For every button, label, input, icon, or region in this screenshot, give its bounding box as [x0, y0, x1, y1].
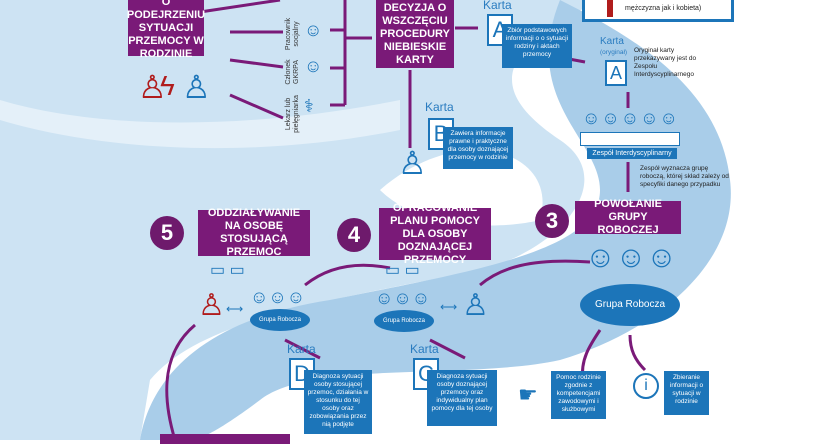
commission-member-icon: ☺: [304, 56, 323, 76]
top-right-panel: mężczyzna jak i kobieta): [582, 0, 734, 22]
team-note: Zespół wyznacza grupę roboczą, której sk…: [640, 165, 729, 188]
step1-box: O PODEJRZENIU SYTUACJI PRZEMOCY W RODZIN…: [126, 0, 206, 60]
perpetrator-icon: ♙: [198, 289, 225, 322]
double-arrow-icon: ⟷: [226, 302, 244, 316]
top-right-note: mężczyzna jak i kobieta): [625, 5, 702, 12]
team-table: [580, 132, 680, 146]
step3-number: 3: [535, 204, 569, 238]
victim-icon: ♙: [462, 289, 489, 322]
step5-number: 5: [150, 216, 184, 250]
working-group-badge: Grupa Robocza: [250, 309, 310, 331]
karta-a-orig-document-icon: A: [605, 60, 627, 86]
karta-a-description: Zbiór podstawowych informacji o o sytuac…: [502, 24, 572, 68]
team-members-icon: ☺☺☺☺☺: [582, 108, 679, 128]
help-description: Pomoc rodzinie zgodnie z kompetencjami z…: [551, 371, 606, 419]
step2-box: DECYZJA O WSZCZĘCIU PROCEDURY NIEBIESKIE…: [376, 0, 454, 68]
step4-box: OPRACOWANIE PLANU POMOCY DLA OSOBY DOZNA…: [379, 202, 491, 266]
karta-a-orig-sublabel: (oryginał): [600, 49, 628, 56]
karta-d-label: Karta: [287, 342, 316, 356]
lightning-icon: ϟ: [160, 70, 175, 101]
step5-box: ODDZIAŁYWANIE NA OSOBĘ STOSUJĄCĄ PRZEMOC: [198, 207, 310, 258]
reporter-label: Lekarz lub pielęgniarka: [285, 95, 300, 133]
working-group-badge: Grupa Robocza: [374, 310, 434, 332]
karta-d-description: Diagnoza sytuacji osoby stosującej przem…: [304, 370, 372, 434]
helping-hand-icon: ☛: [518, 382, 538, 407]
karta-b-label: Karta: [425, 100, 454, 114]
person-icon: [607, 0, 613, 17]
double-arrow-icon: ⟷: [440, 300, 458, 314]
info-description: Zbieranie informacji o sytuacji w rodzin…: [664, 371, 709, 415]
working-group-icon: ☺☺☺: [250, 287, 306, 307]
karta-c-label: Karta: [410, 342, 439, 356]
working-group-icon: ☺☺☺: [375, 288, 431, 308]
info-icon: i: [633, 373, 659, 399]
reporter-label: Pracownik socjalny: [285, 17, 300, 51]
speech-bubbles-icon: ▭ ▭: [210, 262, 245, 279]
working-group-icon: ☺☺☺: [585, 241, 677, 274]
reporter-label: Członek GKRPA: [285, 59, 300, 85]
step6-box: [160, 434, 290, 444]
step4-number: 4: [337, 218, 371, 252]
team-label: Zespół Interdyscyplinarny: [587, 148, 677, 159]
speech-bubbles-icon: ▭ ▭: [385, 262, 420, 279]
perpetrator-icon: ♙: [138, 69, 167, 105]
karta-a-orig-label: Karta: [600, 36, 624, 47]
karta-a-label: Karta: [483, 0, 512, 12]
victim-icon: ♙: [182, 69, 211, 105]
step3-box: POWOŁANIE GRUPY ROBOCZEJ: [575, 198, 681, 236]
karta-a-orig-note: Oryginał karty przekazywany jest do Zesp…: [634, 47, 697, 78]
karta-c-description: Diagnoza sytuacji osoby doznającej przem…: [427, 370, 497, 426]
working-group-badge: Grupa Robocza: [580, 284, 680, 326]
doctor-icon: ⚕: [304, 96, 314, 116]
social-worker-icon: ☺: [304, 20, 323, 40]
victim-icon: ♙: [398, 145, 427, 181]
karta-b-description: Zawiera informacje prawne i praktyczne d…: [443, 127, 513, 169]
